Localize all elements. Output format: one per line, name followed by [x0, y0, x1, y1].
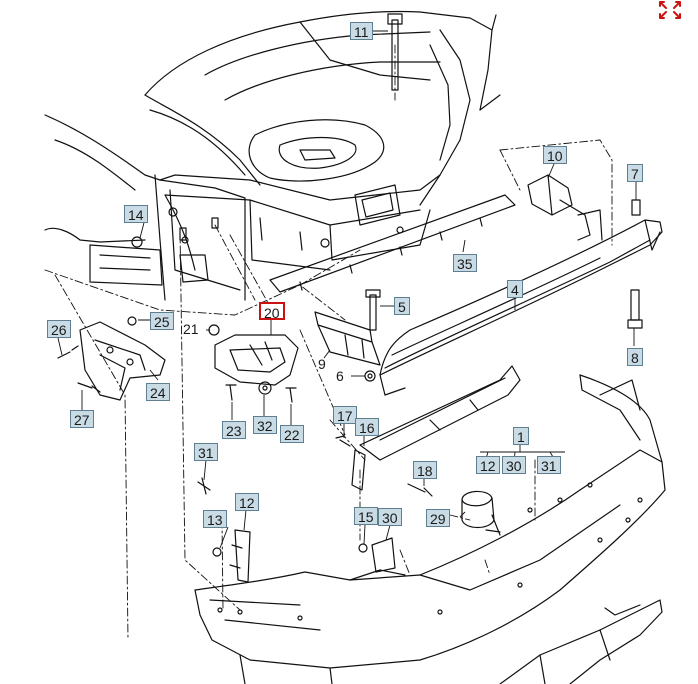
- part-20-bracket: [214, 334, 299, 386]
- fasteners: [57, 13, 643, 553]
- part-label-15[interactable]: 15: [354, 507, 378, 525]
- lower-diffuser-panel: [499, 599, 663, 684]
- part-label-16[interactable]: 16: [355, 418, 379, 436]
- part-label-18[interactable]: 18: [413, 461, 437, 479]
- part-label-1[interactable]: 1: [513, 427, 529, 445]
- car-body-rear-structure: [44, 10, 501, 301]
- part-label-30-group[interactable]: 30: [502, 456, 526, 474]
- part-label-5[interactable]: 5: [394, 297, 410, 315]
- part-24-side-bracket: [79, 321, 166, 401]
- part-label-7[interactable]: 7: [627, 164, 643, 182]
- part-label-31[interactable]: 31: [194, 443, 218, 461]
- part-29-sensor: [461, 490, 501, 536]
- part-35-trim-strip: [269, 194, 516, 293]
- expand-icon[interactable]: [656, 0, 684, 20]
- part-label-21[interactable]: 21: [183, 321, 199, 337]
- part-label-12[interactable]: 12: [235, 493, 259, 511]
- part-16-guide-rail: [351, 365, 521, 491]
- part-4-bumper-carrier: [379, 219, 663, 396]
- part-label-31-group[interactable]: 31: [537, 456, 561, 474]
- part-label-25[interactable]: 25: [150, 312, 174, 330]
- part-label-8[interactable]: 8: [627, 348, 643, 366]
- part-label-4[interactable]: 4: [507, 280, 523, 298]
- part-label-35[interactable]: 35: [453, 254, 477, 272]
- part-label-11[interactable]: 11: [350, 22, 373, 40]
- part-label-6[interactable]: 6: [336, 368, 344, 384]
- part-label-13[interactable]: 13: [203, 510, 227, 528]
- part-label-23[interactable]: 23: [222, 421, 246, 439]
- part-label-29[interactable]: 29: [426, 509, 450, 527]
- part-30-bracket: [371, 537, 396, 573]
- part-label-22[interactable]: 22: [280, 425, 304, 443]
- part-label-26[interactable]: 26: [47, 320, 71, 338]
- part-label-32[interactable]: 32: [253, 416, 277, 434]
- part-label-12-group[interactable]: 12: [476, 456, 500, 474]
- part-10-energy-absorber: [527, 174, 603, 241]
- part-label-17[interactable]: 17: [333, 406, 357, 424]
- part-label-20-highlighted[interactable]: 20: [259, 302, 285, 321]
- part-label-24[interactable]: 24: [146, 383, 170, 401]
- rear-bumper-cover: [194, 374, 666, 684]
- assembly-guide-lines: [44, 44, 613, 641]
- part-label-9[interactable]: 9: [318, 356, 326, 372]
- part-label-10[interactable]: 10: [543, 146, 567, 164]
- part-9-bracket: [314, 311, 381, 366]
- part-label-30[interactable]: 30: [378, 508, 402, 526]
- part-label-14[interactable]: 14: [124, 205, 148, 223]
- part-label-27[interactable]: 27: [70, 410, 94, 428]
- part-12-13-clips: [212, 529, 251, 583]
